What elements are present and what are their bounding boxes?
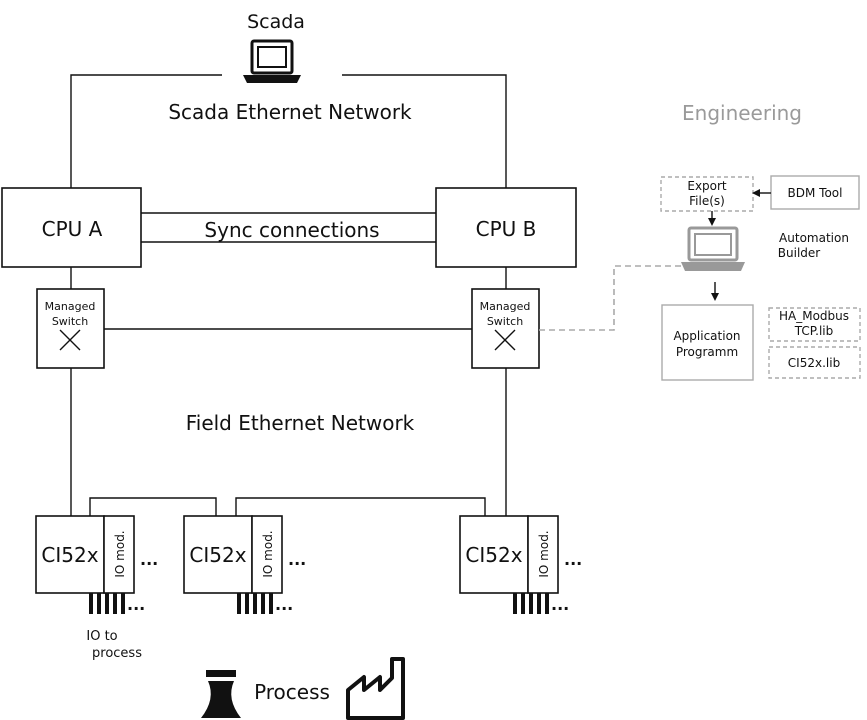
ha-modbus-lib-box: HA_Modbus TCP.lib bbox=[768, 307, 861, 342]
export-arrow-head-icon bbox=[708, 218, 716, 226]
export-label-2: File(s) bbox=[689, 194, 725, 208]
field-network-label: Field Ethernet Network bbox=[186, 411, 415, 435]
io-to-label: IO to bbox=[86, 629, 117, 644]
io-mod-2-label: IO mod. bbox=[261, 530, 275, 577]
automation-laptop-icon bbox=[681, 226, 745, 271]
process-small-label: process bbox=[92, 646, 142, 661]
ci52x-1-ellipsis: ... bbox=[140, 550, 158, 569]
scada-line-left bbox=[70, 74, 222, 188]
ci52x-2-ellipsis: ... bbox=[288, 550, 306, 569]
export-label-1: Export bbox=[687, 179, 727, 193]
cooling-tower-icon bbox=[201, 670, 241, 718]
io-wires-3-ellipsis: ... bbox=[551, 595, 569, 614]
ci52x-3-ellipsis: ... bbox=[564, 550, 582, 569]
io-wires-2-icon bbox=[237, 593, 273, 614]
switch-a-label-1: Managed bbox=[45, 300, 96, 313]
ci52x-unit-3: CI52x IO mod. ... ... bbox=[459, 515, 582, 614]
factory-icon bbox=[346, 657, 405, 720]
io-mod-3-label: IO mod. bbox=[537, 530, 551, 577]
scada-network-label: Scada Ethernet Network bbox=[168, 100, 412, 124]
io-wires-1-ellipsis: ... bbox=[127, 595, 145, 614]
cpu-b-label: CPU B bbox=[476, 217, 537, 241]
field-link-2-3 bbox=[235, 497, 486, 516]
ci52x-3-label: CI52x bbox=[465, 543, 522, 567]
io-wires-1-icon bbox=[89, 593, 125, 614]
automation-label-1: Automation bbox=[779, 231, 849, 245]
automation-label-2: Builder bbox=[778, 246, 821, 260]
app-label-1: Application bbox=[673, 329, 740, 343]
process-label: Process bbox=[254, 680, 330, 704]
engineering-label: Engineering bbox=[682, 101, 802, 125]
ci52x-unit-2: CI52x IO mod. ... ... bbox=[183, 515, 306, 614]
ci52x-lib-label: CI52x.lib bbox=[788, 356, 840, 370]
ci52x-lib-box: CI52x.lib bbox=[768, 346, 861, 379]
switch-b-label-2: Switch bbox=[487, 315, 523, 328]
scada-line-right bbox=[342, 74, 507, 188]
ci52x-unit-1: CI52x IO mod. ... ... bbox=[35, 515, 158, 614]
app-arrow-head-icon bbox=[711, 293, 719, 301]
switch-a-label-2: Switch bbox=[52, 315, 88, 328]
io-mod-1-label: IO mod. bbox=[113, 530, 127, 577]
io-wires-2-ellipsis: ... bbox=[275, 595, 293, 614]
application-program-box: Application Programm bbox=[661, 304, 754, 381]
field-link-1-2 bbox=[89, 497, 217, 516]
ha-lib-label-1: HA_Modbus bbox=[779, 309, 849, 323]
sync-label: Sync connections bbox=[204, 218, 379, 242]
bdm-arrow-head-icon bbox=[752, 189, 760, 197]
ha-lib-label-2: TCP.lib bbox=[794, 324, 833, 338]
switch-b-label-1: Managed bbox=[480, 300, 531, 313]
switch-a-cross-icon bbox=[59, 329, 81, 351]
ci52x-1-label: CI52x bbox=[41, 543, 98, 567]
app-label-2: Programm bbox=[676, 345, 738, 359]
io-wires-3-icon bbox=[513, 593, 549, 614]
ci52x-2-label: CI52x bbox=[189, 543, 246, 567]
bdm-tool-label: BDM Tool bbox=[788, 186, 843, 200]
scada-laptop-icon bbox=[243, 39, 301, 83]
engineering-dashed-link bbox=[539, 265, 682, 331]
scada-label: Scada bbox=[247, 11, 305, 33]
cpu-b-box bbox=[435, 187, 577, 268]
cpu-a-label: CPU A bbox=[42, 217, 103, 241]
bdm-tool-box: BDM Tool bbox=[770, 175, 860, 210]
export-files-box: Export File(s) bbox=[660, 176, 754, 212]
managed-switch-b: Managed Switch bbox=[471, 288, 540, 369]
cpu-a-box bbox=[1, 187, 142, 268]
managed-switch-a: Managed Switch bbox=[36, 288, 105, 369]
switch-b-cross-icon bbox=[494, 329, 516, 351]
